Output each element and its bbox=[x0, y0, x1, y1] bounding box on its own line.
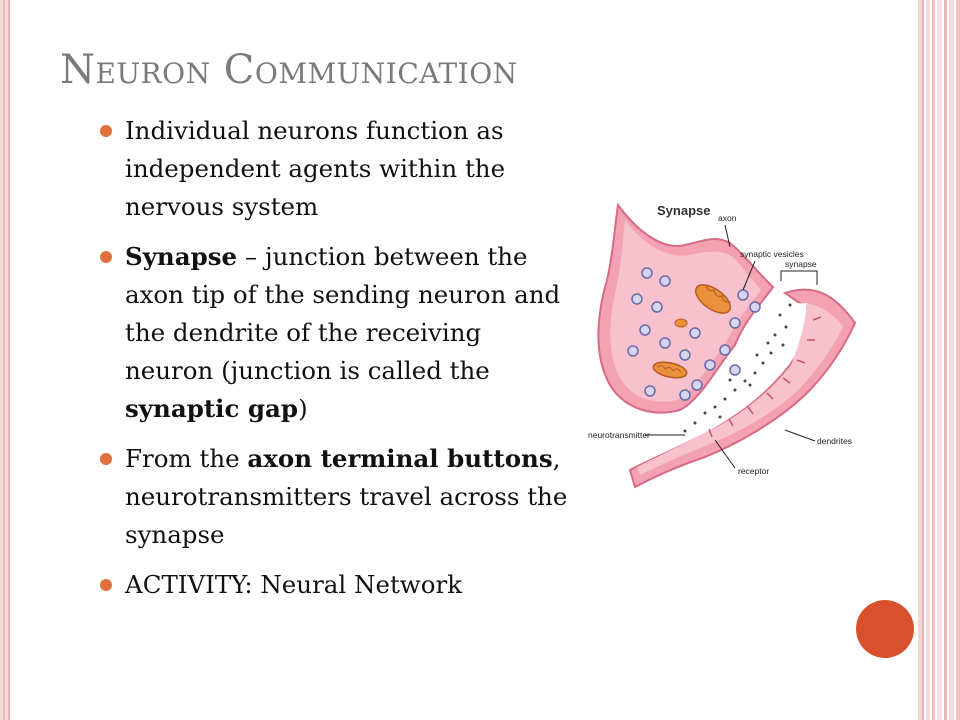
label-dendrites: dendrites bbox=[817, 436, 852, 446]
bullet-item: Synapse – junction between the axon tip … bbox=[98, 238, 568, 428]
label-synaptic-vesicles: synaptic vesicles bbox=[740, 249, 804, 259]
label-neurotransmitter: neurotransmitter bbox=[588, 430, 650, 440]
bullet-text: From the axon terminal buttons, neurotra… bbox=[125, 444, 567, 549]
label-axon: axon bbox=[718, 213, 737, 223]
slide-title: Neuron Communication bbox=[60, 47, 518, 93]
receptors bbox=[708, 316, 822, 438]
bullet-dot bbox=[100, 579, 112, 591]
left-frame-border bbox=[0, 0, 10, 720]
label-synapse: synapse bbox=[785, 259, 817, 269]
bullet-dot bbox=[100, 453, 112, 465]
synapse-diagram: Synapse axon synaptic vesicles synapse n… bbox=[588, 202, 857, 489]
bullet-text-run: – junction between the axon tip of the s… bbox=[125, 242, 561, 385]
bullet-list: Individual neurons function as independe… bbox=[98, 112, 568, 616]
bullet-bold-term: axon terminal buttons bbox=[247, 444, 553, 473]
diagram-title: Synapse bbox=[657, 203, 710, 218]
bullet-dot bbox=[100, 125, 112, 137]
dendrite-inner bbox=[637, 303, 843, 475]
mitochondria bbox=[652, 284, 732, 379]
label-receptor: receptor bbox=[738, 466, 769, 476]
bullet-bold-term: Synapse bbox=[125, 242, 238, 271]
bullet-item: ACTIVITY: Neural Network bbox=[98, 566, 568, 604]
bullet-text: Synapse – junction between the axon tip … bbox=[125, 242, 560, 423]
bullet-text-run: ) bbox=[298, 394, 308, 423]
right-stripes-decoration bbox=[918, 0, 960, 720]
bullet-text-run: Individual neurons function as independe… bbox=[125, 116, 506, 221]
bullet-text-run: ACTIVITY: Neural Network bbox=[125, 570, 463, 599]
accent-circle bbox=[856, 600, 914, 658]
neurotransmitter-dots bbox=[683, 303, 792, 433]
synaptic-cleft bbox=[630, 289, 807, 467]
left-frame-line bbox=[3, 0, 5, 720]
label-leaders bbox=[645, 224, 818, 469]
bullet-text: ACTIVITY: Neural Network bbox=[125, 570, 462, 599]
bullet-text-run: From the bbox=[125, 444, 248, 473]
bullet-bold-term: synaptic gap bbox=[125, 394, 299, 423]
synaptic-vesicles bbox=[627, 267, 761, 401]
bullet-item: Individual neurons function as independe… bbox=[98, 112, 568, 226]
bullet-text-run: , neurotransmitters travel across the sy… bbox=[125, 444, 568, 549]
bullet-text: Individual neurons function as independe… bbox=[125, 116, 505, 221]
bullet-item: From the axon terminal buttons, neurotra… bbox=[98, 440, 568, 554]
bullet-dot bbox=[100, 251, 112, 263]
axon-terminal-inner bbox=[610, 220, 761, 402]
